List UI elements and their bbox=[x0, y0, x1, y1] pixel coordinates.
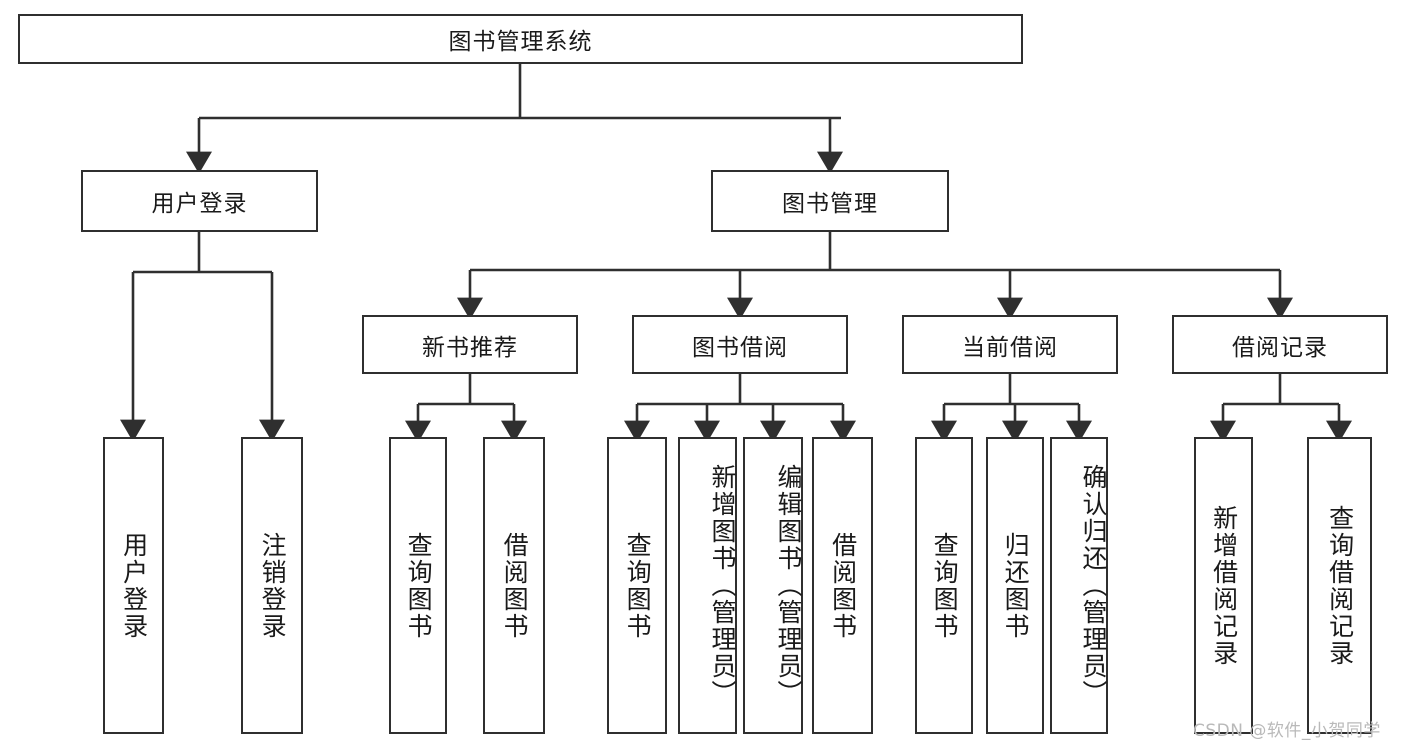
node-label: 图书管理 bbox=[782, 191, 878, 217]
node-label: 归还图书 bbox=[1001, 531, 1031, 640]
leaf-user-login[interactable]: 用户登录 bbox=[103, 437, 164, 734]
leaf-borrow-book-borrow[interactable]: 借阅图书 bbox=[812, 437, 873, 734]
node-borrow-record[interactable]: 借阅记录 bbox=[1172, 315, 1388, 374]
leaf-query-borrow-record[interactable]: 查询借阅记录 bbox=[1307, 437, 1372, 734]
leaf-add-borrow-record[interactable]: 新增借阅记录 bbox=[1194, 437, 1253, 734]
node-label: 图书管理系统 bbox=[448, 29, 593, 55]
node-label: 新增借阅记录 bbox=[1209, 504, 1239, 667]
node-label: 查询借阅记录 bbox=[1325, 504, 1355, 667]
node-label: 当前借阅 bbox=[962, 334, 1058, 361]
node-label: 用户登录 bbox=[119, 531, 149, 640]
node-new-book-recommend[interactable]: 新书推荐 bbox=[362, 315, 578, 374]
leaf-borrow-book-new[interactable]: 借阅图书 bbox=[483, 437, 545, 734]
leaf-confirm-return[interactable]: 确认归还（管理员） bbox=[1050, 437, 1108, 734]
node-label: 查询图书 bbox=[930, 531, 960, 640]
node-user-login[interactable]: 用户登录 bbox=[81, 170, 318, 232]
node-label: 借阅图书 bbox=[500, 531, 530, 640]
leaf-logout-login[interactable]: 注销登录 bbox=[241, 437, 303, 734]
node-label: 图书借阅 bbox=[692, 334, 788, 361]
leaf-edit-book[interactable]: 编辑图书（管理员） bbox=[743, 437, 803, 734]
node-label: 用户登录 bbox=[151, 191, 248, 217]
node-label: 确认归还（管理员） bbox=[1079, 464, 1108, 707]
node-label: 新书推荐 bbox=[422, 334, 518, 361]
node-label: 借阅图书 bbox=[828, 531, 858, 640]
node-label: 注销登录 bbox=[258, 531, 288, 640]
leaf-return-book[interactable]: 归还图书 bbox=[986, 437, 1044, 734]
leaf-add-book[interactable]: 新增图书（管理员） bbox=[678, 437, 737, 734]
node-label: 借阅记录 bbox=[1232, 334, 1328, 361]
leaf-query-book-new[interactable]: 查询图书 bbox=[389, 437, 447, 734]
leaf-query-book-borrow[interactable]: 查询图书 bbox=[607, 437, 667, 734]
leaf-query-book-current[interactable]: 查询图书 bbox=[915, 437, 973, 734]
node-book-management-system[interactable]: 图书管理系统 bbox=[18, 14, 1023, 64]
node-label: 编辑图书（管理员） bbox=[774, 464, 803, 707]
node-book-borrow[interactable]: 图书借阅 bbox=[632, 315, 848, 374]
node-label: 查询图书 bbox=[404, 531, 434, 640]
node-book-management[interactable]: 图书管理 bbox=[711, 170, 949, 232]
node-label: 新增图书（管理员） bbox=[708, 464, 737, 707]
node-label: 查询图书 bbox=[623, 531, 653, 640]
csdn-watermark: CSDN @软件_小贺同学 bbox=[1193, 721, 1381, 741]
node-current-borrow[interactable]: 当前借阅 bbox=[902, 315, 1118, 374]
